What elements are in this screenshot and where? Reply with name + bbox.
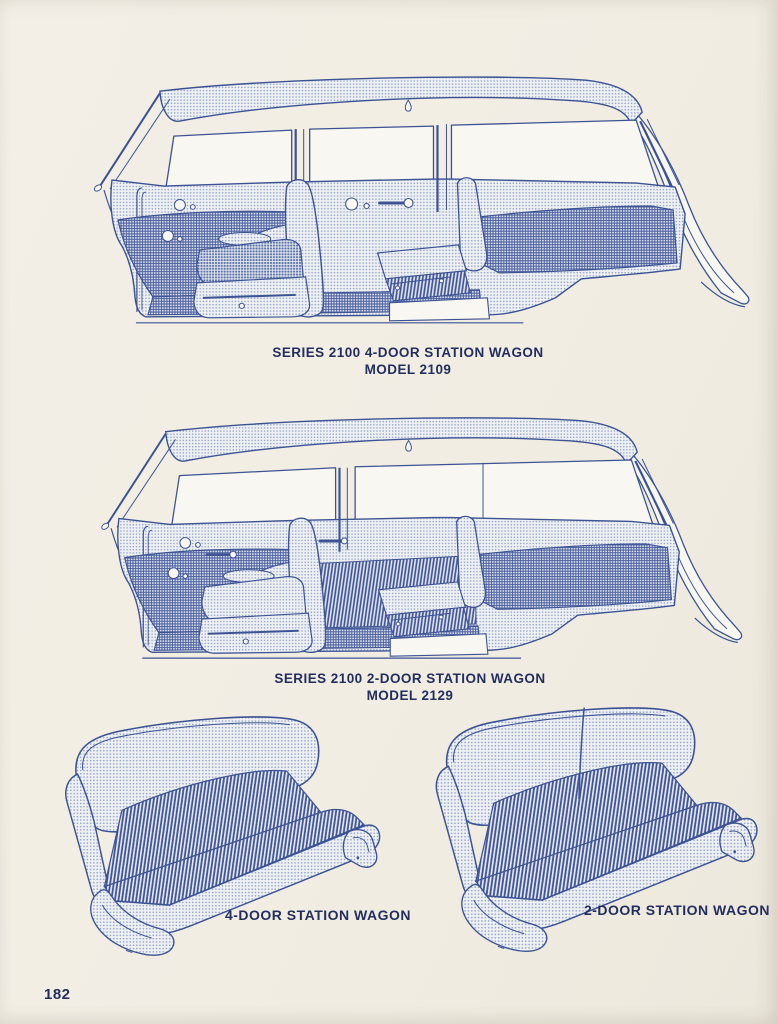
seat-4door-caption: 4-DOOR STATION WAGON [190,907,446,924]
wagon-4door-caption: SERIES 2100 4-DOOR STATION WAGON MODEL 2… [128,344,688,378]
wagon-2door-illustration [97,417,747,663]
caption-series-line: SERIES 2100 4-DOOR STATION WAGON [272,345,544,360]
wagon-2door-drawing [101,417,743,659]
caption-series-line: SERIES 2100 2-DOOR STATION WAGON [274,671,546,686]
seat-2door-caption: 2-DOOR STATION WAGON [578,902,776,919]
wagon-4door-drawing [93,76,750,324]
bench-seat-4door-drawing [65,716,381,956]
caption-model-line: MODEL 2129 [366,688,454,703]
page-number: 182 [44,986,71,1003]
wagon-4door-illustration [90,76,754,328]
caption-model-line: MODEL 2109 [364,362,452,377]
caption-line: 2-DOOR STATION WAGON [583,902,771,918]
wagon-2door-caption: SERIES 2100 2-DOOR STATION WAGON MODEL 2… [130,670,690,704]
bench-seat-2door-illustration [426,697,774,958]
bench-seat-4door-illustration [56,706,396,962]
caption-line: 4-DOOR STATION WAGON [224,907,412,923]
bench-seat-2door-drawing [435,707,758,952]
